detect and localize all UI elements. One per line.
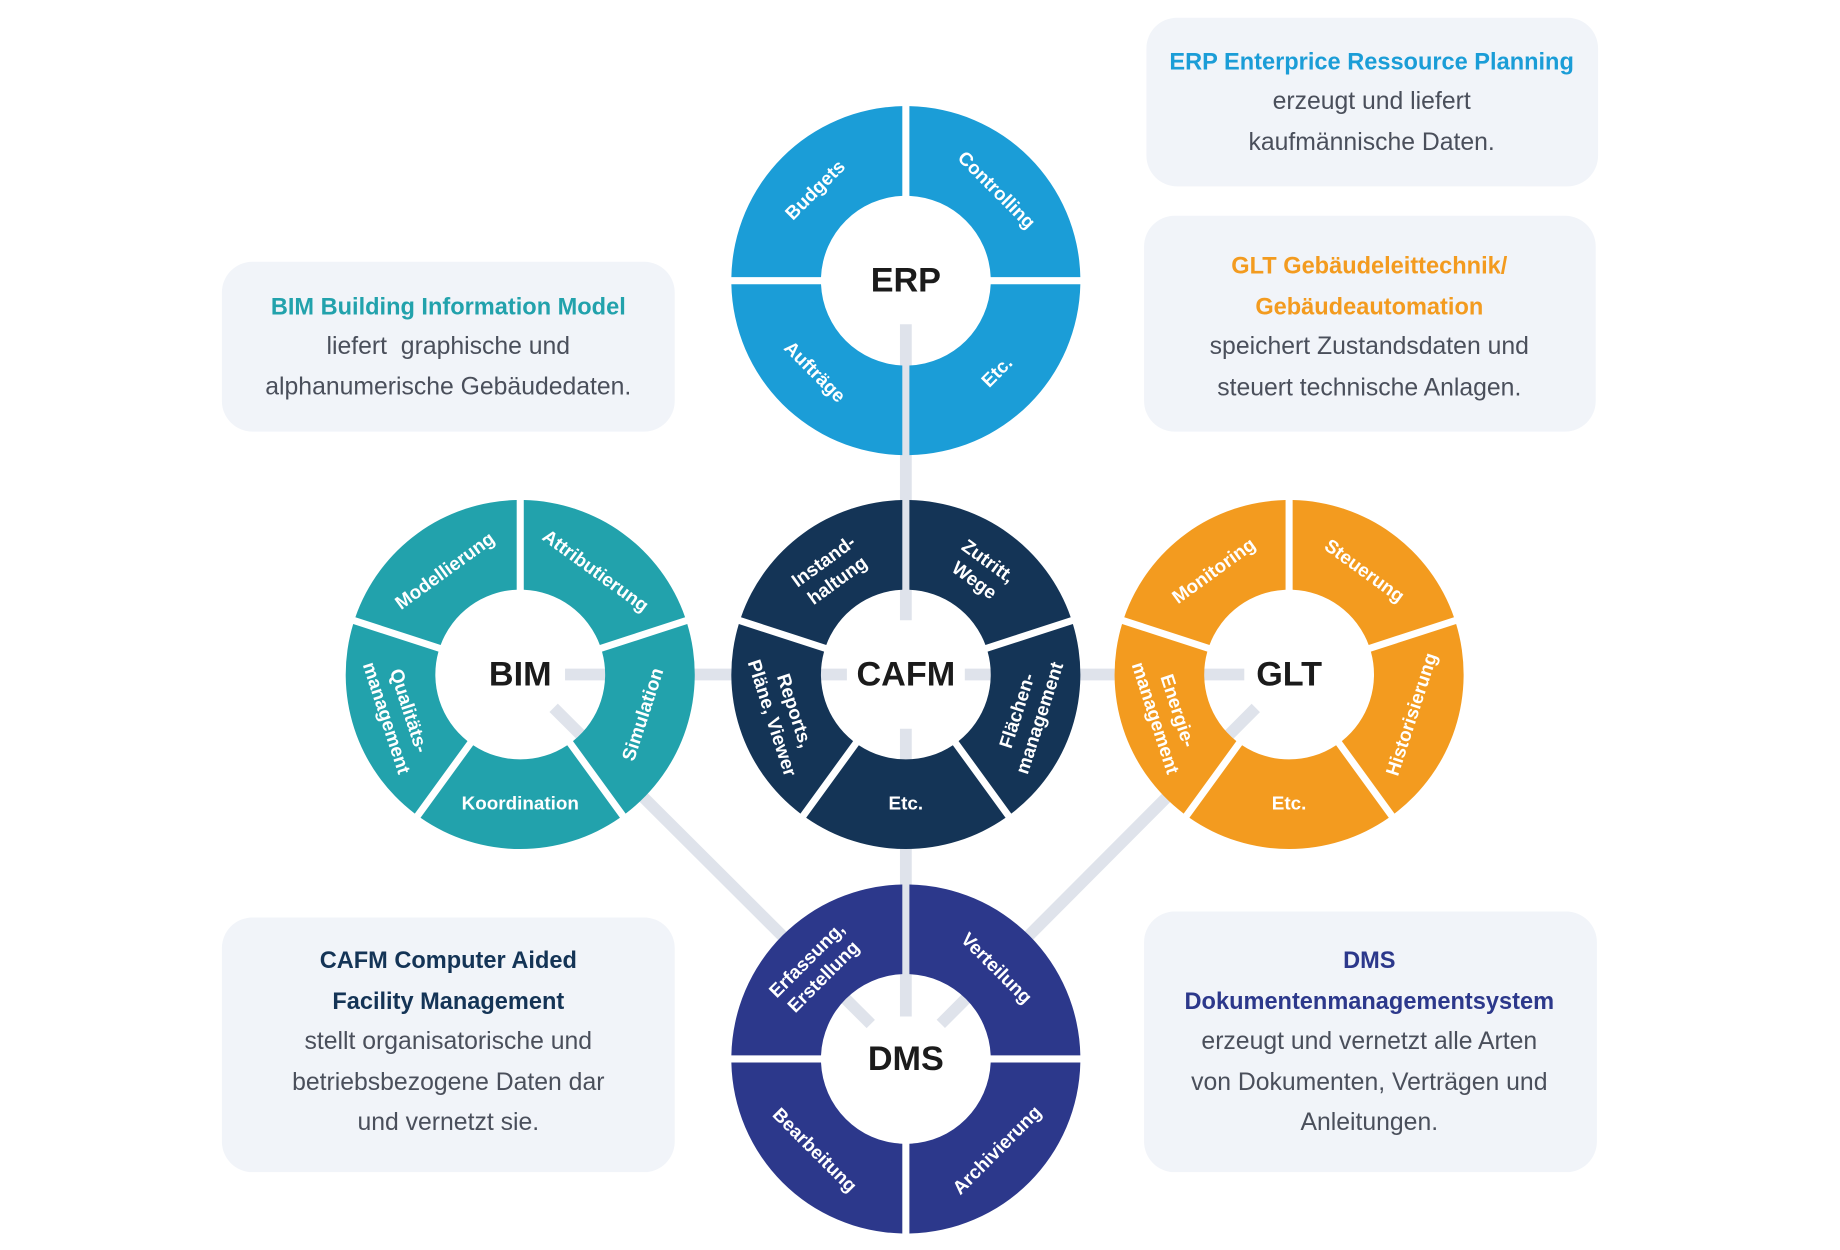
- glt-segment-label: Etc.: [1272, 793, 1307, 814]
- cafm-info-body-line: und vernetzt sie.: [357, 1109, 539, 1136]
- cafm-segment: [731, 623, 854, 814]
- dms-segment: [731, 1062, 903, 1234]
- cafm-info-title: CAFM Computer Aided: [320, 947, 577, 973]
- dms-info-box-background: [1144, 911, 1597, 1173]
- dms-segment: [909, 1062, 1081, 1234]
- bim-segment: [572, 623, 695, 814]
- dms-info-body-line: Anleitungen.: [1300, 1109, 1438, 1136]
- cafm-info-body-line: betriebsbezogene Daten dar: [292, 1069, 604, 1096]
- cafm-info-body-line: stellt organisatorische und: [305, 1028, 593, 1055]
- glt-info-title: Gebäudeautomation: [1255, 294, 1483, 320]
- bim-info-body-line: alphanumerische Gebäudedaten.: [265, 373, 631, 400]
- bim-segment-label: Koordination: [462, 793, 579, 814]
- bim-info-title: BIM Building Information Model: [271, 294, 626, 320]
- bim-info-box: BIM Building Information Model liefert g…: [221, 261, 675, 432]
- glt-info-box: GLT Gebäudeleittechnik/ Gebäudeautomatio…: [1144, 215, 1596, 432]
- erp-segment: [909, 284, 1081, 456]
- glt-segment: [1292, 500, 1454, 645]
- bim-info-body-line: liefert graphische und: [327, 333, 571, 360]
- cafm-segment-label-line: Etc.: [889, 793, 924, 814]
- glt-info-body-line: speichert Zustandsdaten und: [1210, 333, 1529, 360]
- dms-info-title: Dokumentenmanagementsystem: [1185, 988, 1555, 1014]
- cafm-segment: [958, 623, 1081, 814]
- dms-center-label: DMS: [868, 1040, 944, 1078]
- dms-info-box: DMS Dokumentenmanagementsystem erzeugt u…: [1144, 911, 1597, 1173]
- cafm-wheel: Zutritt,WegeFlächen-managementEtc.Report…: [731, 500, 1081, 850]
- glt-segment: [1114, 623, 1237, 814]
- cafm-segment: [806, 745, 1006, 850]
- bim-segment: [523, 500, 686, 645]
- bim-info-box-background: [221, 261, 675, 432]
- info-boxes: ERP Enterprice Ressource Planning erzeug…: [221, 17, 1599, 1173]
- erp-segment: [731, 106, 903, 278]
- cafm-segment: [740, 500, 903, 645]
- dms-segment: [731, 884, 903, 1056]
- bim-wheel: AttributierungSimulationKoordinationQual…: [345, 500, 695, 850]
- glt-segment-label-line: Etc.: [1272, 793, 1307, 814]
- glt-info-body-line: steuert technische Anlagen.: [1217, 374, 1521, 401]
- bim-segment: [345, 623, 468, 814]
- bim-center-label: BIM: [489, 656, 552, 694]
- glt-center-label: GLT: [1256, 656, 1322, 694]
- erp-info-box-background: [1146, 17, 1599, 187]
- cafm-info-title: Facility Management: [332, 988, 564, 1014]
- dms-info-body-line: von Dokumenten, Verträgen und: [1191, 1069, 1547, 1096]
- dms-info-title: DMS: [1343, 947, 1395, 973]
- erp-info-body-line: kaufmännische Daten.: [1249, 129, 1495, 156]
- cafm-segment: [909, 500, 1071, 645]
- bim-segment: [420, 745, 620, 850]
- glt-segment: [1189, 745, 1389, 850]
- glt-segment: [1124, 500, 1286, 645]
- erp-segment: [909, 106, 1081, 278]
- erp-center-label: ERP: [871, 262, 941, 300]
- glt-segment: [1341, 623, 1464, 814]
- erp-info-title: ERP Enterprice Ressource Planning: [1169, 48, 1573, 74]
- erp-info-body-line: erzeugt und liefert: [1273, 88, 1471, 115]
- cafm-info-box-background: [221, 917, 675, 1173]
- glt-info-title: GLT Gebäudeleittechnik/: [1231, 252, 1507, 278]
- bim-segment: [355, 500, 517, 645]
- erp-info-box: ERP Enterprice Ressource Planning erzeug…: [1146, 17, 1599, 187]
- glt-info-box-background: [1144, 215, 1596, 432]
- cafm-segment-label: Etc.: [889, 793, 924, 814]
- glt-wheel: SteuerungHistorisierungEtc.Energie-manag…: [1114, 500, 1464, 850]
- erp-segment: [731, 284, 903, 456]
- cafm-info-box: CAFM Computer Aided Facility Management …: [221, 917, 675, 1173]
- dms-info-body-line: erzeugt und vernetzt alle Arten: [1201, 1028, 1537, 1055]
- bim-segment-label-line: Koordination: [462, 793, 579, 814]
- cafm-center-label: CAFM: [856, 656, 955, 694]
- dms-segment: [909, 884, 1081, 1056]
